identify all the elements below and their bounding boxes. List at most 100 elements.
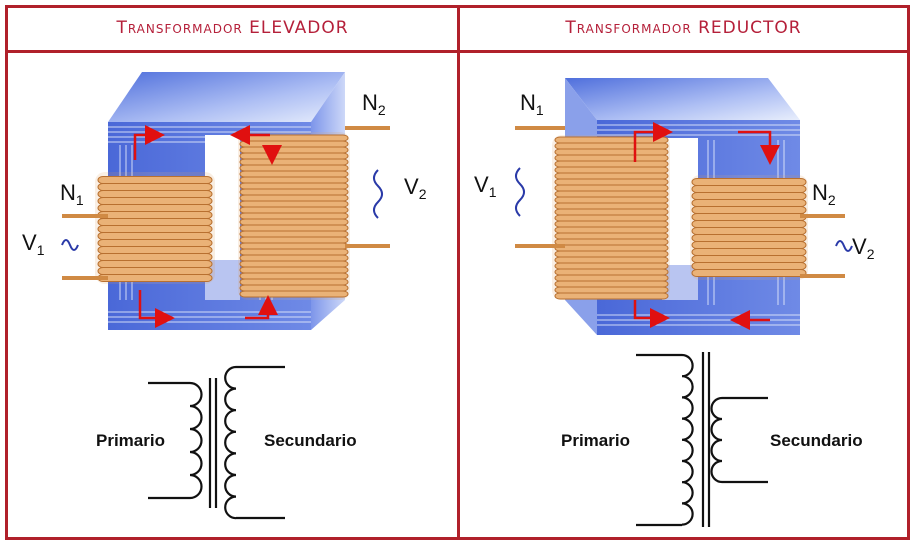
coil-turn (239, 230, 349, 238)
coil-turn (239, 140, 349, 148)
coil-turn (554, 190, 669, 198)
n2-label: N2 (812, 180, 836, 208)
secondary-coil (690, 175, 845, 280)
coil-turn (239, 200, 349, 208)
coil-turn (691, 192, 807, 200)
coil-turn (554, 244, 669, 252)
step-down-transformer: N1 N2 V1 V2 Primario Secundario (474, 78, 875, 527)
coil-turn (554, 178, 669, 186)
coil-turn (239, 170, 349, 178)
coil-turn (239, 260, 349, 268)
coil-turn (554, 262, 669, 270)
n2-label: N2 (362, 90, 386, 118)
coil-turn (554, 232, 669, 240)
coil-turn (239, 152, 349, 160)
v2-label: V2 (852, 234, 875, 262)
coil-turn (239, 224, 349, 232)
coil-turn (97, 267, 213, 275)
coil-turn (554, 220, 669, 228)
n1-label: N1 (520, 90, 544, 118)
coil-turn (691, 234, 807, 242)
coil-turn (691, 262, 807, 270)
coil-turn (691, 269, 807, 277)
core-top-face (108, 72, 345, 122)
primary-label: Primario (96, 431, 165, 450)
coil-turn (239, 236, 349, 244)
coil-turn (239, 218, 349, 226)
coil-turn (239, 272, 349, 280)
v1-label: V1 (474, 172, 497, 200)
coil-turn (239, 146, 349, 154)
title-step-up: Transformador ELEVADOR (116, 18, 349, 38)
coil-turn (554, 214, 669, 222)
coil-turn (97, 176, 213, 184)
core-top-face (565, 78, 800, 120)
coil-turn (239, 278, 349, 286)
coil-turn (239, 242, 349, 250)
primary-coil (515, 126, 670, 300)
coil-turn (691, 255, 807, 263)
coil-turn (239, 266, 349, 274)
coil-turn (691, 248, 807, 256)
coil-turn (97, 204, 213, 212)
coil-turn (554, 226, 669, 234)
coil-turn (554, 268, 669, 276)
coil-turn (554, 166, 669, 174)
core-window-shade (662, 138, 698, 300)
secondary-coil (238, 126, 390, 300)
coil-turn (554, 292, 669, 300)
coil-turn (239, 206, 349, 214)
coil-turn (239, 290, 349, 298)
coil-turn (97, 260, 213, 268)
coil-turn (691, 178, 807, 186)
coil-turn (554, 202, 669, 210)
coil-turn (97, 183, 213, 191)
coil-turn (554, 274, 669, 282)
coil-turn (97, 225, 213, 233)
step-up-transformer: N1 N2 V1 V2 Primario Secundario (22, 72, 427, 520)
coil-turn (97, 197, 213, 205)
coil-turn (97, 239, 213, 247)
primary-coil (62, 172, 215, 284)
coil-turn (554, 196, 669, 204)
coil-turn (239, 284, 349, 292)
coil-turn (97, 253, 213, 261)
secondary-label: Secundario (264, 431, 357, 450)
ac-source-icon (61, 239, 79, 251)
title-step-down: Transformador REDUCTOR (565, 18, 802, 38)
primary-label: Primario (561, 431, 630, 450)
coil-turn (554, 136, 669, 144)
coil-turn (691, 213, 807, 221)
coil-turn (691, 241, 807, 249)
coil-turn (239, 176, 349, 184)
coil-turn (691, 199, 807, 207)
panel-divider (457, 5, 460, 540)
coil-turn (239, 248, 349, 256)
coil-turn (554, 142, 669, 150)
coil-turn (554, 154, 669, 162)
step-up-schematic (148, 365, 285, 520)
ac-output-icon (373, 169, 383, 219)
coil-turn (554, 238, 669, 246)
coil-turn (554, 148, 669, 156)
ac-source-icon (515, 167, 525, 217)
coil-turn (239, 254, 349, 262)
n1-label: N1 (60, 180, 84, 208)
coil-turn (554, 286, 669, 294)
coil-turn (239, 182, 349, 190)
core-window-depth (662, 265, 698, 300)
coil-turn (97, 190, 213, 198)
v2-label: V2 (404, 174, 427, 202)
coil-turn (691, 220, 807, 228)
coil-turn (97, 232, 213, 240)
coil-turn (97, 274, 213, 282)
flux-arrows (633, 122, 780, 330)
coil-turn (239, 194, 349, 202)
coil-turn (239, 164, 349, 172)
coil-turn (239, 158, 349, 166)
coil-turn (554, 250, 669, 258)
coil-turn (554, 184, 669, 192)
coil-turn (554, 160, 669, 168)
coil-turn (239, 212, 349, 220)
